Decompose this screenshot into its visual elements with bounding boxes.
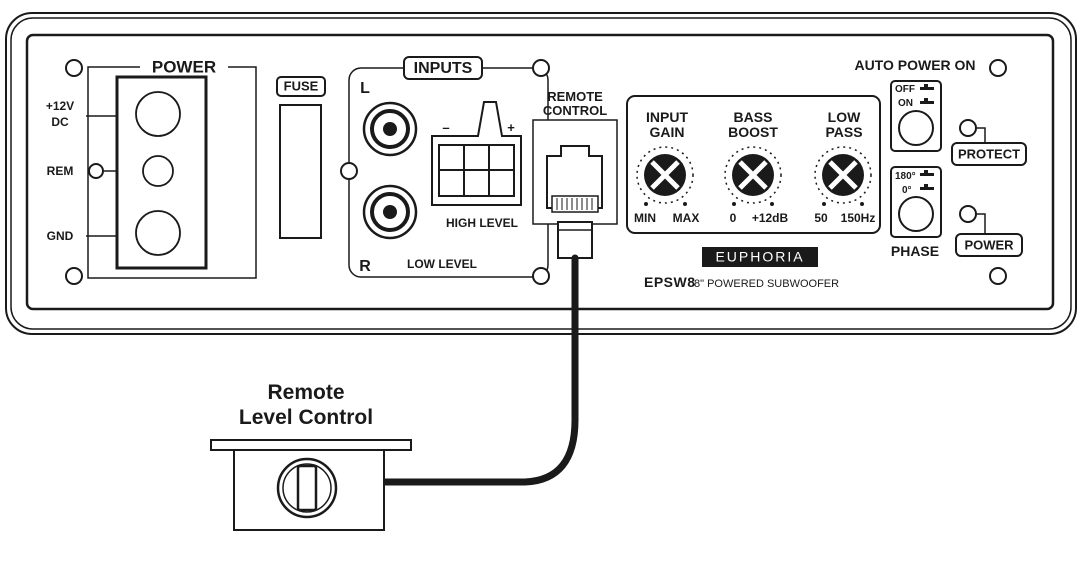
remote-label-line2: CONTROL — [543, 103, 607, 118]
screw-icon — [989, 59, 1007, 77]
inputs-section: INPUTS L R – + HIGH LEVEL LOW LEVEL — [340, 56, 550, 285]
controls-panel: INPUT GAIN BASS BOOST LOW PASS — [626, 95, 881, 234]
low-pass-line2: PASS — [825, 124, 862, 140]
auto-on-label: ON — [898, 98, 913, 109]
fuse-label: FUSE — [284, 78, 319, 93]
branding: EUPHORIA EPSW8 8" POWERED SUBWOOFER — [644, 247, 839, 290]
fuse-section: FUSE — [276, 76, 326, 239]
led-indicators: PROTECT POWER — [951, 119, 1027, 257]
screw-icon — [532, 59, 550, 77]
remote-label-line1: REMOTE — [547, 89, 603, 104]
power-section: POWER +12V DC REM GND — [46, 57, 257, 279]
remote-cable — [380, 254, 579, 486]
input-gain-line2: GAIN — [650, 124, 685, 140]
screw-icon — [532, 267, 550, 285]
remote-control-port: REMOTE CONTROL — [532, 89, 618, 259]
auto-power-switch[interactable] — [898, 110, 934, 146]
screw-icon — [65, 267, 83, 285]
bass-max-label: +12dB — [752, 211, 789, 225]
gain-min-label: MIN — [634, 211, 656, 225]
high-level-minus: – — [442, 120, 449, 135]
rca-jack-left-icon — [362, 101, 418, 157]
terminal-12v-icon — [135, 91, 181, 137]
inputs-title: INPUTS — [414, 60, 473, 77]
low-level-label: LOW LEVEL — [407, 257, 477, 271]
dc-label: DC — [51, 115, 69, 129]
high-level-connector-icon — [431, 101, 522, 206]
rem-label: REM — [47, 164, 74, 178]
bass-boost-knob-icon — [724, 146, 782, 204]
model-number: EPSW8 — [644, 274, 696, 290]
remote-level-control: Remote Level Control — [210, 381, 412, 531]
auto-power-on-label: AUTO POWER ON — [854, 57, 975, 73]
fuse-holder — [279, 104, 322, 239]
bass-min-label: 0 — [730, 211, 737, 225]
power-led-label: POWER — [964, 237, 1014, 252]
lp-max-label: 150Hz — [841, 211, 876, 225]
phase-0-label: 0° — [902, 185, 912, 196]
protect-led-icon — [959, 119, 977, 137]
terminal-gnd-icon — [135, 210, 181, 256]
low-pass-knob-icon — [814, 146, 872, 204]
brand-badge — [702, 247, 818, 267]
bass-boost-line2: BOOST — [728, 124, 778, 140]
screw-icon — [989, 267, 1007, 285]
bass-boost-line1: BASS — [734, 109, 773, 125]
left-channel-label: L — [360, 80, 370, 97]
gain-max-label: MAX — [673, 211, 700, 225]
input-gain-knob-icon — [636, 146, 694, 204]
screw-icon — [65, 59, 83, 77]
high-level-label: HIGH LEVEL — [446, 216, 518, 230]
brand-name: EUPHORIA — [715, 249, 804, 265]
terminal-rem-icon — [142, 155, 174, 187]
auto-off-label: OFF — [895, 84, 915, 95]
power-section-title: POWER — [152, 57, 216, 76]
input-gain-line1: INPUT — [646, 109, 688, 125]
right-channel-label: R — [359, 258, 371, 275]
phase-label: PHASE — [891, 243, 939, 259]
model-description: 8" POWERED SUBWOOFER — [694, 278, 839, 290]
rem-led-icon — [88, 163, 104, 179]
phase-switch[interactable] — [898, 196, 934, 232]
plus12v-label: +12V — [46, 99, 74, 113]
high-level-plus: + — [507, 120, 515, 135]
lp-min-label: 50 — [814, 211, 828, 225]
protect-label: PROTECT — [958, 146, 1020, 161]
remote-level-line2: Level Control — [239, 406, 373, 429]
power-led-icon — [959, 205, 977, 223]
switch-section: AUTO POWER ON OFF ON 180° 0° PHASE — [854, 57, 975, 259]
rj-plug-icon — [557, 221, 593, 259]
rca-jack-right-icon — [362, 184, 418, 240]
phase-180-label: 180° — [895, 171, 916, 182]
remote-level-line1: Remote — [267, 381, 344, 404]
gnd-label: GND — [47, 229, 74, 243]
low-pass-line1: LOW — [828, 109, 861, 125]
mounting-screws — [65, 59, 1007, 285]
